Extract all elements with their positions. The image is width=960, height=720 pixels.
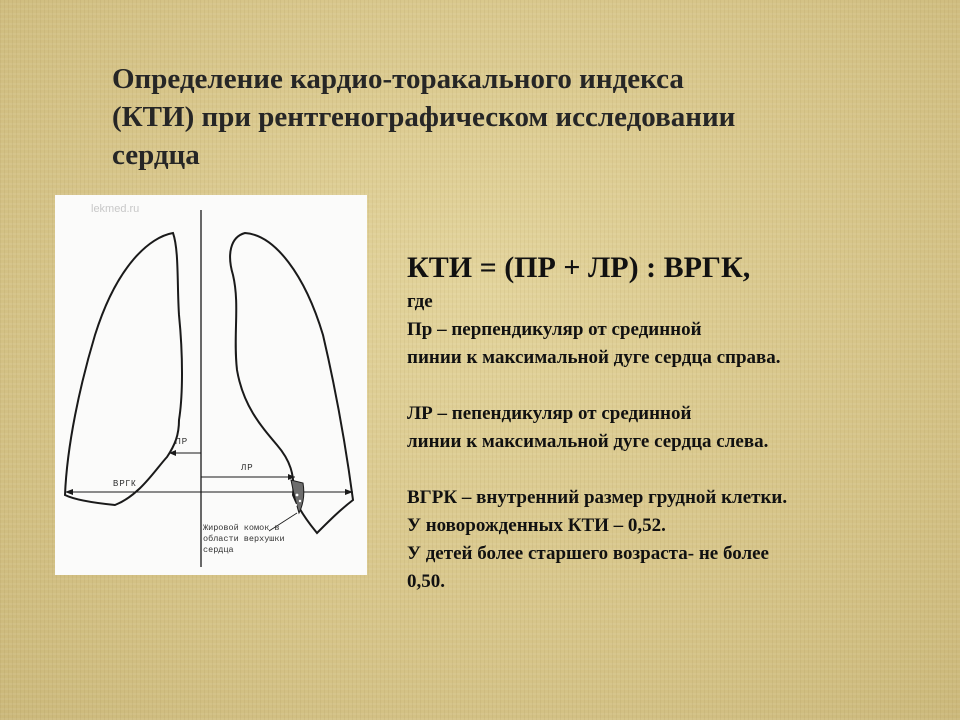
explanation-text: КТИ = (ПР + ЛР) : ВРГК, где Пр – перпенд… <box>407 248 927 596</box>
older-norm-line-1: У детей более старшего возраста- не боле… <box>407 543 769 564</box>
chest-xray-diagram: lekmed.ru ПР ЛР ВРГК Жировой комок в обл… <box>55 195 367 575</box>
label-vrgk: ВРГК <box>113 479 137 488</box>
note-leader-line <box>268 512 298 532</box>
note-line-2: области верхушки <box>203 534 285 544</box>
vgrk-definition: ВГРК – внутренний размер грудной клетки. <box>407 487 788 508</box>
watermark: lekmed.ru <box>91 203 140 215</box>
fat-pad-shape <box>290 479 305 515</box>
where-label: где <box>407 291 433 312</box>
label-pr: ПР <box>175 437 189 446</box>
title-line-2: (КТИ) при рентгенографическом исследован… <box>112 101 736 133</box>
note-line-1: Жировой комок в <box>203 523 280 533</box>
kti-formula: КТИ = (ПР + ЛР) : ВРГК, <box>407 251 751 284</box>
label-lr: ЛР <box>241 463 254 472</box>
title-line-3: сердца <box>112 139 200 171</box>
right-lung-outline <box>63 231 183 507</box>
note-line-3: сердца <box>203 545 234 555</box>
lr-definition-line-2: линии к максимальной дуге сердца слева. <box>407 431 769 452</box>
pr-arrow-left <box>169 450 176 456</box>
lungs-outline-drawing <box>63 210 355 567</box>
older-norm-line-2: 0,50. <box>407 571 445 592</box>
newborn-norm: У новорожденных КТИ – 0,52. <box>407 515 666 536</box>
pr-definition-line-2: пинии к максимальной дуге сердца справа. <box>407 347 781 368</box>
lr-definition-line-1: ЛР – пепендикуляр от срединной <box>407 403 692 424</box>
slide-title: Определение кардио-торакального индекса … <box>112 60 832 174</box>
vrgk-arrow-left <box>65 489 73 495</box>
title-line-1: Определение кардио-торакального индекса <box>112 63 684 95</box>
vrgk-arrow-right <box>345 489 353 495</box>
pr-definition-line-1: Пр – перпендикуляр от срединной <box>407 319 702 340</box>
fat-pad-note: Жировой комок в области верхушки сердца <box>203 523 313 556</box>
lr-arrow-right <box>288 474 295 480</box>
left-lung-outline <box>229 231 355 535</box>
